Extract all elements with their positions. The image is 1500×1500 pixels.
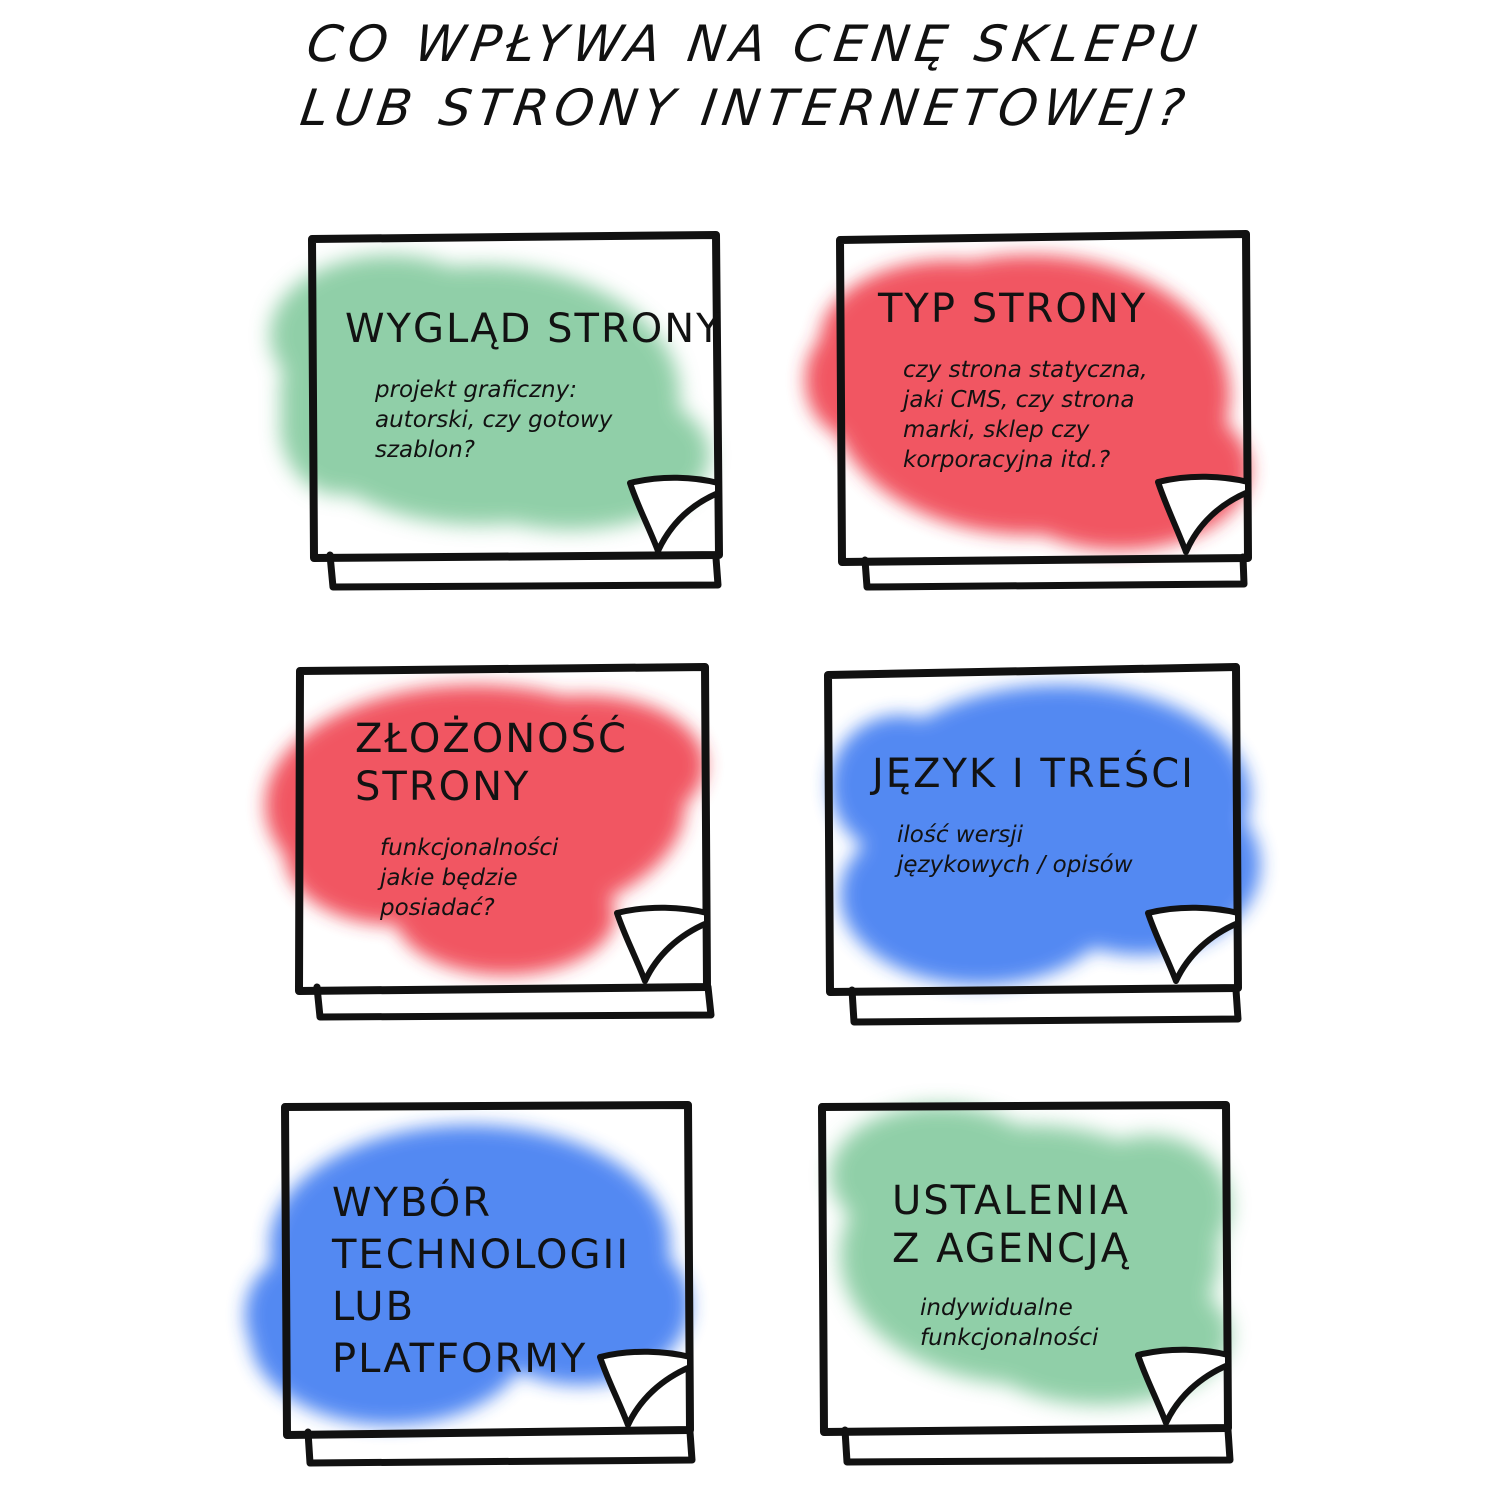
note-description: indywidualne funkcjonalności xyxy=(920,1293,1130,1353)
watercolor-splash-red xyxy=(265,685,705,975)
description-line: jaki CMS, czy strona xyxy=(903,387,1135,413)
description-line: ilość wersji xyxy=(897,822,1023,848)
page-curl xyxy=(627,474,721,554)
watercolor-splash-red xyxy=(805,255,1250,550)
description-line: autorski, czy gotowy xyxy=(375,407,613,433)
note-description: czy strona statyczna, jaki CMS, czy stro… xyxy=(903,355,1148,475)
heading-line: Z AGENCJĄ xyxy=(892,1226,1131,1272)
note-description: projekt graficzny: autorski, czy gotowy … xyxy=(375,375,723,465)
heading-line: ZŁOŻONOŚĆ xyxy=(355,716,628,762)
back-sheet-outline xyxy=(304,1428,696,1467)
note-zlozonosc-strony: ZŁOŻONOŚĆ STRONY funkcjonalności jakie b… xyxy=(255,655,735,1030)
note-wybor-technologii: WYBÓR TECHNOLOGII LUB PLATFORMY xyxy=(240,1085,720,1470)
sheet-outline xyxy=(295,663,711,995)
description-line: posiadać? xyxy=(380,895,495,921)
heading-line: TECHNOLOGII xyxy=(332,1232,631,1278)
page-curl xyxy=(1135,1346,1231,1426)
note-zlozonosc-strony-art xyxy=(265,663,715,1021)
heading-line: WYBÓR xyxy=(332,1180,492,1226)
page-title-line-2: LUB STRONY INTERNETOWEJ? xyxy=(296,79,1195,137)
note-heading: ZŁOŻONOŚĆ STRONY xyxy=(355,715,628,811)
note-heading: TYP STRONY xyxy=(878,285,1148,333)
description-line: marki, sklep czy xyxy=(903,417,1090,443)
description-line: szablon? xyxy=(375,437,475,463)
page-curl xyxy=(1145,904,1241,984)
description-line: czy strona statyczna, xyxy=(903,357,1148,383)
description-line: funkcjonalności xyxy=(920,1325,1099,1351)
heading-line: STRONY xyxy=(355,764,531,810)
note-heading: USTALENIA Z AGENCJĄ xyxy=(892,1177,1130,1273)
note-description: funkcjonalności jakie będzie posiadać? xyxy=(380,833,628,923)
back-sheet-outline xyxy=(326,551,722,591)
back-sheet-outline xyxy=(848,986,1242,1026)
description-line: językowych / opisów xyxy=(897,852,1133,878)
sheet-outline xyxy=(824,663,1242,996)
note-wybor-technologii-art xyxy=(245,1101,696,1467)
page-title-line-1: CO WPŁYWA NA CENĘ SKLEPU xyxy=(303,15,1206,73)
watercolor-splash-blue xyxy=(245,1125,690,1425)
back-sheet-outline xyxy=(313,983,715,1021)
note-typ-strony: TYP STRONY czy strona statyczna, jaki CM… xyxy=(800,220,1280,600)
page-curl xyxy=(614,904,710,984)
heading-line: WYGLĄD STRONY xyxy=(345,306,723,352)
heading-line: PLATFORMY xyxy=(332,1336,588,1382)
heading-line: LUB xyxy=(332,1284,416,1330)
heading-line: USTALENIA xyxy=(892,1178,1130,1224)
note-wyglad-strony-art xyxy=(270,231,723,591)
sheet-outline xyxy=(308,231,723,562)
note-wyglad-strony: WYGLĄD STRONY projekt graficzny: autorsk… xyxy=(270,225,740,600)
note-heading: WYGLĄD STRONY xyxy=(345,305,723,353)
page-title: CO WPŁYWA NA CENĘ SKLEPU LUB STRONY INTE… xyxy=(221,12,1279,140)
heading-line: JĘZYK I TREŚCI xyxy=(872,751,1195,797)
note-jezyk-i-tresci-art xyxy=(824,663,1260,1026)
sheet-outline xyxy=(281,1101,694,1439)
description-line: projekt graficzny: xyxy=(375,377,577,403)
description-line: indywidualne xyxy=(920,1295,1073,1321)
back-sheet-outline xyxy=(841,1426,1234,1466)
description-line: korporacyjna itd.? xyxy=(903,447,1111,473)
back-sheet-outline xyxy=(861,553,1248,591)
page-curl xyxy=(597,1348,693,1428)
sheet-outline xyxy=(818,1101,1232,1436)
note-heading: JĘZYK I TREŚCI xyxy=(872,750,1195,798)
note-ustalenia-z-agencja: USTALENIA Z AGENCJĄ indywidualne funkcjo… xyxy=(790,1085,1270,1470)
description-line: jakie będzie xyxy=(380,865,518,891)
page-curl xyxy=(1155,473,1251,555)
sheet-outline xyxy=(836,230,1252,566)
note-description: ilość wersji językowych / opisów xyxy=(897,820,1195,880)
note-heading: WYBÓR TECHNOLOGII LUB PLATFORMY xyxy=(332,1177,630,1385)
note-ustalenia-z-agencja-art xyxy=(818,1101,1234,1466)
note-jezyk-i-tresci: JĘZYK I TREŚCI ilość wersji językowych /… xyxy=(810,645,1290,1035)
heading-line: TYP STRONY xyxy=(878,286,1148,332)
description-line: funkcjonalności xyxy=(380,835,559,861)
note-typ-strony-art xyxy=(805,230,1252,591)
